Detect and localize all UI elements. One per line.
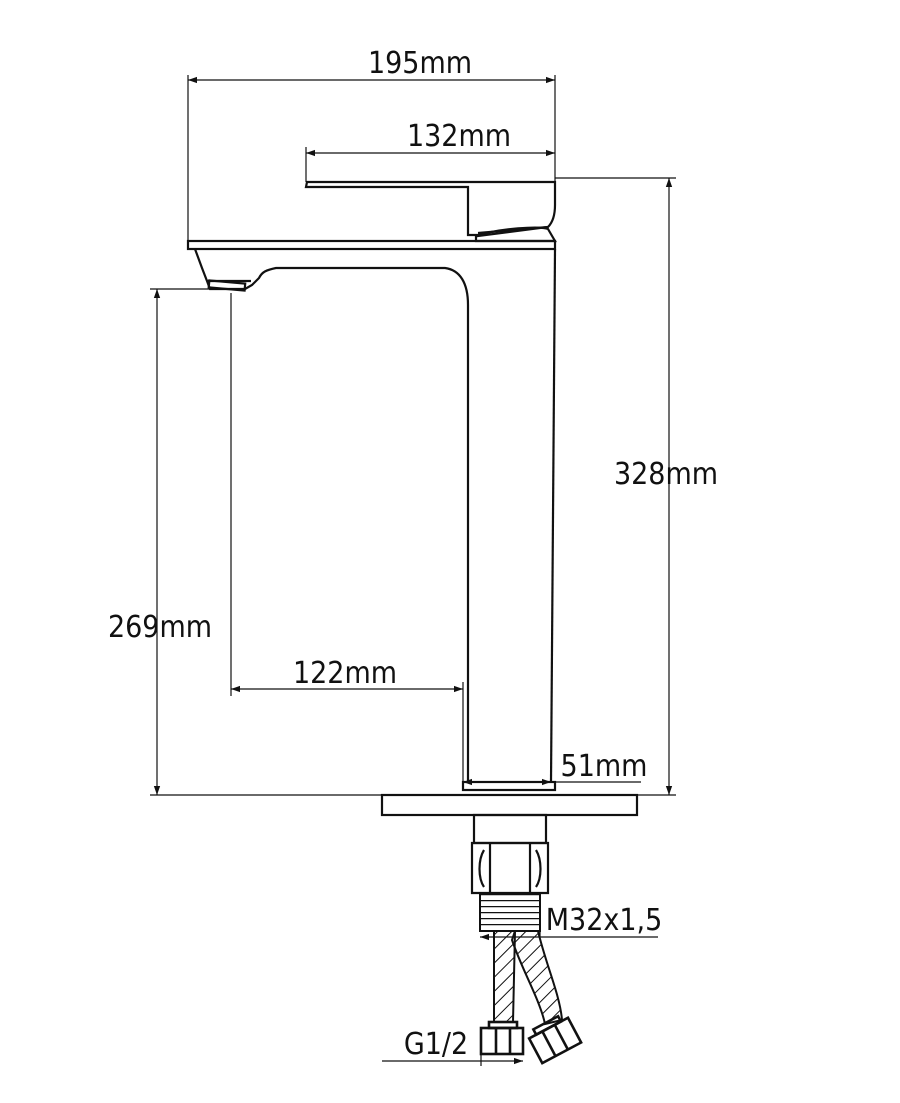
dimension-total-height: 328mm: [555, 177, 718, 796]
dimension-mounting-thread: M32x1,5: [480, 903, 663, 941]
base-diameter-label: 51mm: [561, 749, 648, 784]
dimension-hose-connection: G1/2: [382, 1027, 523, 1066]
hose-connection-label: G1/2: [404, 1027, 468, 1062]
dimension-spout-reach: 122mm: [230, 293, 464, 782]
handle-length-label: 132mm: [407, 119, 511, 154]
spout-reach-label: 122mm: [293, 656, 397, 691]
total-height-label: 328mm: [614, 457, 718, 492]
dimension-base-diameter: 51mm: [463, 749, 648, 786]
overall-width-label: 195mm: [368, 46, 472, 81]
dimension-overall-width: 195mm: [187, 46, 556, 241]
spout-height-label: 269mm: [108, 610, 212, 645]
mounting-thread-label: M32x1,5: [546, 903, 663, 938]
dimension-handle-length: 132mm: [305, 119, 555, 182]
faucet-body: [186, 180, 639, 1065]
dimension-spout-height: 269mm: [108, 288, 382, 796]
